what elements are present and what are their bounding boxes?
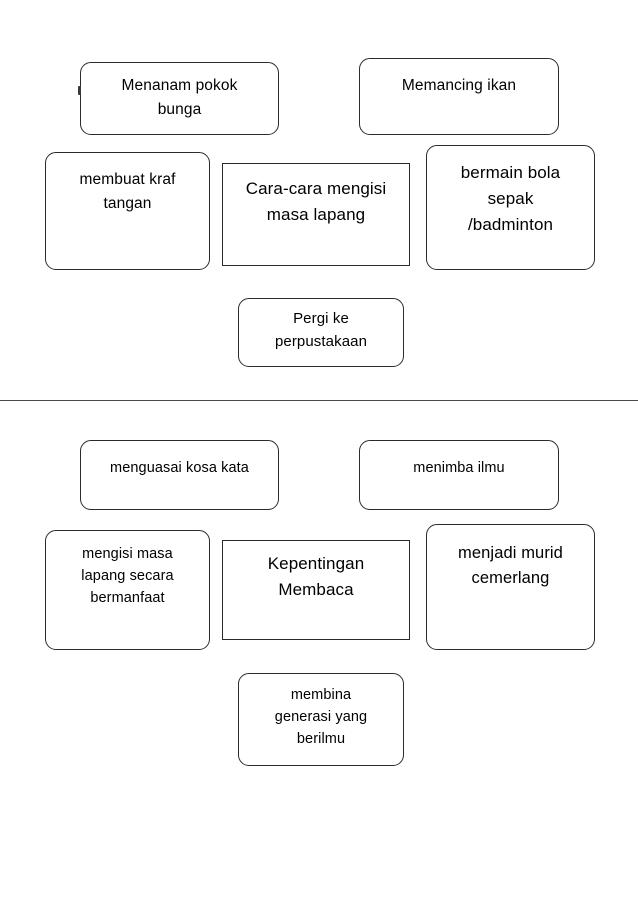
central-topic-label: Cara-cara mengisi masa lapang xyxy=(245,179,387,224)
node-label: Pergi ke perpustakaan xyxy=(274,310,368,350)
concept-node-menanam-pokok-bunga[interactable]: Menanam pokok bunga xyxy=(80,62,279,135)
concept-node-menjadi-murid-cemerlang[interactable]: menjadi murid cemerlang xyxy=(426,524,595,650)
concept-node-memancing-ikan[interactable]: Memancing ikan xyxy=(359,58,559,135)
central-topic-kepentingan-membaca[interactable]: Kepentingan Membaca xyxy=(222,540,410,640)
central-topic-label: Kepentingan Membaca xyxy=(267,554,365,599)
node-label: menimba ilmu xyxy=(413,460,505,476)
concept-node-membina-generasi-yang-berilmu[interactable]: membina generasi yang berilmu xyxy=(238,673,404,766)
node-label: bermain bola sepak /badminton xyxy=(460,163,561,234)
node-label: Memancing ikan xyxy=(401,77,517,94)
concept-node-bermain-bola-sepak-badminton[interactable]: bermain bola sepak /badminton xyxy=(426,145,595,270)
section-divider xyxy=(0,400,638,401)
concept-node-menimba-ilmu[interactable]: menimba ilmu xyxy=(359,440,559,510)
node-label: menguasai kosa kata xyxy=(110,460,249,476)
concept-node-mengisi-masa-lapang-secara-bermanfaat[interactable]: mengisi masa lapang secara bermanfaat xyxy=(45,530,210,650)
ink-mark xyxy=(78,86,81,95)
node-label: Menanam pokok bunga xyxy=(121,77,238,118)
concept-node-pergi-ke-perpustakaan[interactable]: Pergi ke perpustakaan xyxy=(238,298,404,367)
concept-node-membuat-kraf-tangan[interactable]: membuat kraf tangan xyxy=(45,152,210,270)
node-label: mengisi masa lapang secara bermanfaat xyxy=(81,546,174,607)
node-label: membuat kraf tangan xyxy=(79,171,176,212)
node-label: membina generasi yang berilmu xyxy=(274,687,368,748)
node-label: menjadi murid cemerlang xyxy=(458,544,563,588)
concept-node-menguasai-kosa-kata[interactable]: menguasai kosa kata xyxy=(80,440,279,510)
central-topic-cara-cara-mengisi-masa-lapang[interactable]: Cara-cara mengisi masa lapang xyxy=(222,163,410,266)
